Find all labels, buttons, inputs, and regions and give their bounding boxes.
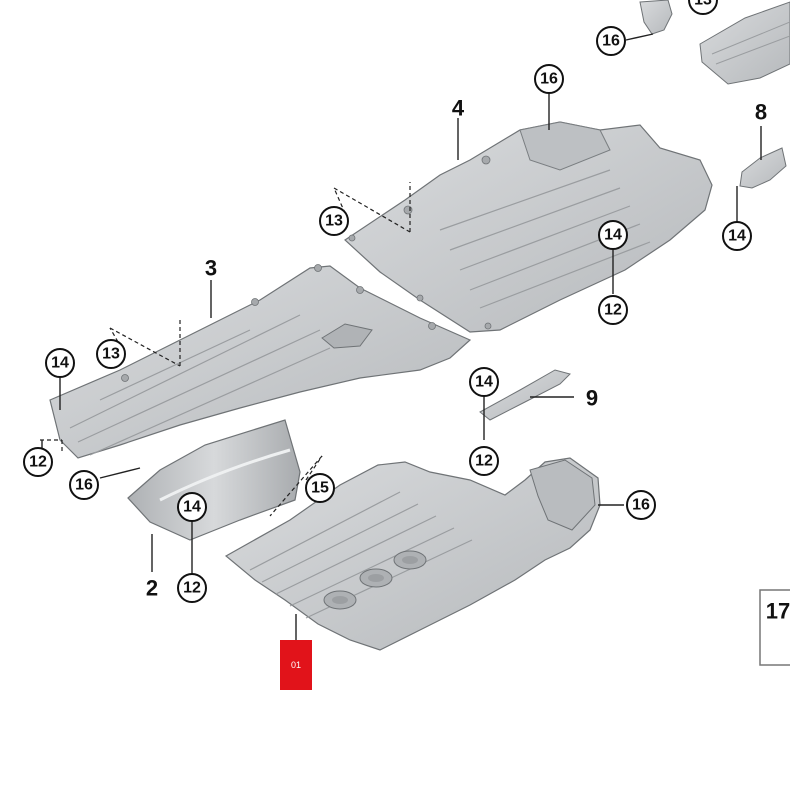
callout-16-left: 16 [75, 477, 93, 494]
leader-lines [41, 33, 762, 640]
callout-12-part4: 12 [604, 302, 622, 319]
marker-box[interactable] [280, 640, 312, 690]
callout-14-part4: 14 [604, 227, 622, 244]
callout-14-part8: 14 [728, 228, 746, 245]
part-number-9: 9 [586, 386, 598, 411]
bracket-part-8 [739, 147, 787, 189]
callout-15: 15 [311, 480, 329, 497]
callout-16-right: 16 [632, 497, 650, 514]
part-number-2: 2 [146, 576, 158, 601]
callout-circles [23, 0, 752, 603]
callout-14-left: 14 [51, 355, 69, 372]
top-bracket-fragment [639, 0, 673, 35]
panel-part-4 [344, 121, 713, 333]
panel-part-3 [49, 264, 472, 459]
callout-13-top-right: 13 [694, 0, 712, 9]
marker-label: 01 [291, 660, 301, 670]
dashed-leaders [40, 182, 411, 517]
highlight-marker[interactable]: 01 [280, 640, 312, 690]
top-right-panel-fragment [699, 1, 790, 85]
heat-shield-part-2 [127, 419, 301, 541]
part-number-4: 4 [452, 96, 465, 121]
callout-16-upper: 16 [540, 71, 558, 88]
bracket-part-9 [479, 369, 571, 421]
callout-14-part9: 14 [475, 374, 493, 391]
callout-12-part9: 12 [475, 453, 493, 470]
callout-14-part2: 14 [183, 499, 201, 516]
part-number-3: 3 [205, 256, 217, 281]
callout-12-part2: 12 [183, 580, 201, 597]
callout-13-left: 13 [102, 346, 120, 363]
panel-part-1 [224, 457, 601, 651]
part-17-frame [759, 589, 790, 666]
callout-13-mid: 13 [325, 213, 343, 230]
part-number-17: 17 [766, 599, 790, 624]
part-number-8: 8 [755, 100, 767, 125]
callout-16-top: 16 [602, 33, 620, 50]
callout-12-left: 12 [29, 454, 47, 471]
